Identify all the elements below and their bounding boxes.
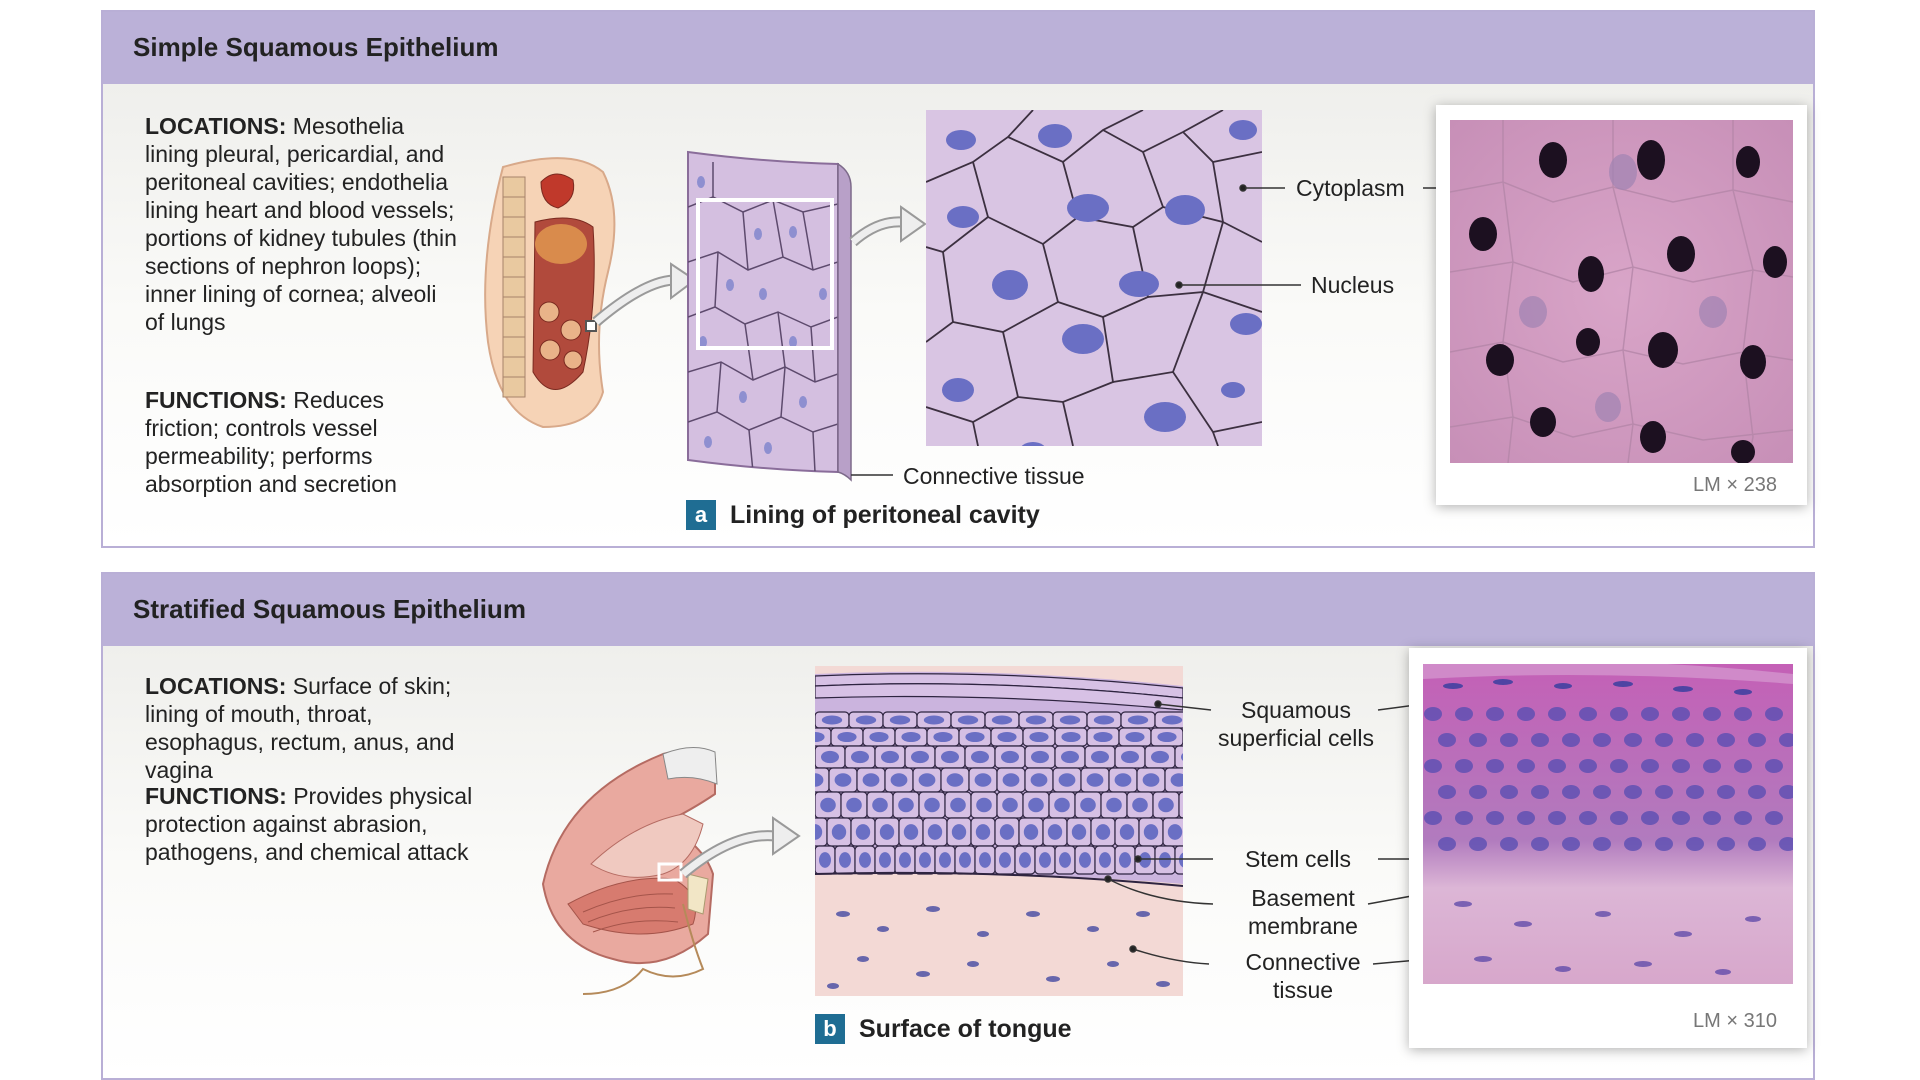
label-connective-tissue: Connective tissue bbox=[903, 463, 1085, 489]
label-basement-membrane: Basement membrane bbox=[1248, 885, 1358, 939]
label-nucleus: Nucleus bbox=[1311, 272, 1395, 298]
functions-label: FUNCTIONS: bbox=[145, 783, 287, 809]
functions-description: Provides physical protection against abr… bbox=[145, 783, 473, 865]
magnified-squamous-cells bbox=[926, 110, 1262, 446]
panel-simple-squamous: Simple Squamous Epithelium LOCATIONS: Me… bbox=[101, 10, 1815, 548]
torso-cross-section-icon bbox=[484, 157, 616, 429]
panel-title: Stratified Squamous Epithelium bbox=[133, 594, 526, 624]
caption-letter-box: a bbox=[686, 500, 716, 530]
magnification-b: LM × 310 bbox=[1693, 1010, 1777, 1032]
panel-header: Simple Squamous Epithelium bbox=[103, 12, 1813, 84]
functions-label: FUNCTIONS: bbox=[145, 387, 287, 413]
micrograph-b bbox=[1409, 648, 1807, 1048]
simple-squamous-illustration bbox=[484, 105, 1807, 530]
caption-b: b Surface of tongue bbox=[815, 1014, 1072, 1044]
epithelium-sheet bbox=[687, 150, 852, 482]
locations-label: LOCATIONS: bbox=[145, 673, 287, 699]
label-cytoplasm: Cytoplasm bbox=[1296, 175, 1405, 201]
arrow-icon bbox=[849, 205, 927, 247]
arrow-icon bbox=[592, 262, 697, 327]
label-squamous-superficial-cells: Squamous superficial cells bbox=[1218, 697, 1374, 751]
panel-title: Simple Squamous Epithelium bbox=[133, 32, 499, 62]
panel-stratified-squamous: Stratified Squamous Epithelium LOCATIONS… bbox=[101, 572, 1815, 1080]
locations-description: Surface of skin; lining of mouth, throat… bbox=[145, 673, 455, 783]
micrograph-a bbox=[1436, 105, 1807, 505]
locations-label: LOCATIONS: bbox=[145, 113, 287, 139]
arrow-icon bbox=[679, 816, 801, 879]
caption-a: a Lining of peritoneal cavity bbox=[686, 500, 1040, 530]
magnification-a: LM × 238 bbox=[1693, 474, 1777, 496]
locations-text: LOCATIONS: Mesothelia lining pleural, pe… bbox=[145, 112, 460, 336]
caption-text: Lining of peritoneal cavity bbox=[730, 500, 1040, 529]
locations-description: Mesothelia lining pleural, pericardial, … bbox=[145, 113, 457, 335]
caption-text: Surface of tongue bbox=[859, 1014, 1072, 1043]
functions-text: FUNCTIONS: Reduces friction; controls ve… bbox=[145, 386, 435, 498]
stratified-cells-diagram bbox=[815, 666, 1183, 996]
stratified-squamous-illustration bbox=[541, 648, 1807, 1048]
functions-text: FUNCTIONS: Provides physical protection … bbox=[145, 782, 515, 866]
label-connective-tissue: Connective tissue bbox=[1245, 949, 1361, 1003]
locations-text: LOCATIONS: Surface of skin; lining of mo… bbox=[145, 672, 455, 784]
caption-letter-box: b bbox=[815, 1014, 845, 1044]
panel-header: Stratified Squamous Epithelium bbox=[103, 574, 1813, 646]
mouth-cross-section-icon bbox=[541, 747, 718, 995]
label-stem-cells: Stem cells bbox=[1244, 846, 1352, 872]
functions-description: Reduces friction; controls vessel permea… bbox=[145, 387, 397, 497]
